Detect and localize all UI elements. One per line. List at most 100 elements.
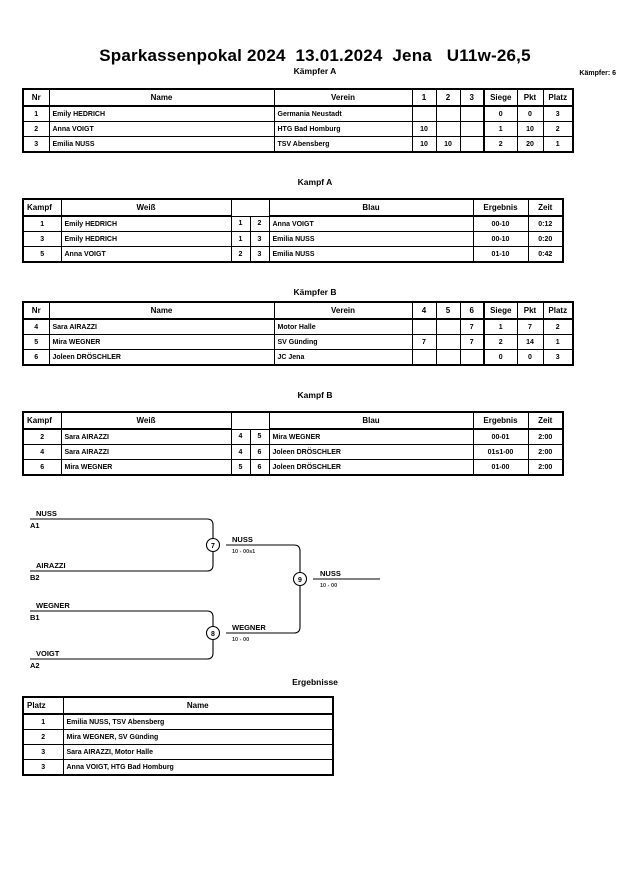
cell-weiss: Anna VOIGT [60, 246, 232, 263]
cell-nr: 5 [22, 334, 50, 350]
pool-b-col-m6: 6 [459, 301, 485, 320]
cell-blau: Anna VOIGT [268, 215, 474, 232]
pool-b-col-siege: Siege [483, 301, 518, 320]
kampf-b-col-spacer2 [250, 412, 269, 429]
kampf-a-col-spacer2 [250, 199, 269, 216]
bracket-match-number: 8 [211, 631, 215, 638]
cell-kampf: 4 [22, 444, 62, 460]
kampf-a-col-ergebnis: Ergebnis [472, 198, 529, 217]
pool-b-col-nr: Nr [22, 301, 50, 320]
kampf-b-col-weiss: Weiß [60, 411, 232, 430]
cell-name: Emilia NUSS [48, 136, 275, 153]
cell-nr: 6 [22, 349, 50, 366]
cell-blau: Joleen DRÖSCHLER [268, 459, 474, 476]
bracket-match-score: 10 - 00 [232, 637, 249, 643]
bracket-match-node [205, 625, 221, 641]
pool-b-col-verein: Verein [273, 301, 413, 320]
kampf-a-col-weiss: Weiß [60, 198, 232, 217]
cell-blau-nr: 5 [249, 428, 270, 445]
cell-nr: 2 [22, 121, 50, 137]
cell-blau-nr: 2 [249, 215, 270, 232]
pool-a-col-name: Name [48, 88, 275, 107]
cell-verein: Germania Neustadt [273, 105, 413, 122]
results-col-platz: Platz [22, 696, 64, 715]
bracket-match-number: 9 [298, 577, 302, 584]
pool-b-header-row: Nr Name Verein 4 5 6 Siege Pkt Platz [22, 301, 574, 320]
cell-siege: 2 [483, 136, 518, 153]
cell-m5 [435, 318, 461, 335]
bracket-match-number: 7 [211, 543, 215, 550]
cell-zeit: 0:12 [527, 215, 564, 232]
cell-platz: 1 [542, 334, 574, 350]
cell-m6: 7 [459, 318, 485, 335]
cell-platz: 2 [542, 121, 574, 137]
cell-weiss-nr: 1 [230, 215, 251, 232]
page-title: Sparkassenpokal 2024 13.01.2024 Jena U11… [99, 46, 531, 65]
pool-b-col-pkt: Pkt [516, 301, 544, 320]
cell-platz: 2 [542, 318, 574, 335]
cell-zeit: 0:20 [527, 231, 564, 247]
cell-m5 [435, 334, 461, 350]
cell-weiss: Mira WEGNER [60, 459, 232, 476]
cell-ergebnis: 00-10 [472, 231, 529, 247]
pool-a-col-m2: 2 [435, 88, 461, 107]
table-row: 2 Anna VOIGT HTG Bad Homburg 10 1 10 2 [22, 121, 574, 137]
bracket-match-winner: NUSS [320, 569, 341, 578]
pool-a-col-m1: 1 [411, 88, 437, 107]
kampf-a-col-zeit: Zeit [527, 198, 564, 217]
section-heading-kampf-a: Kampf A [297, 177, 333, 187]
cell-zeit: 2:00 [527, 444, 564, 460]
section-heading-kampf-b: Kampf B [297, 390, 333, 400]
cell-weiss-nr: 2 [230, 246, 251, 263]
table-row: 5 Mira WEGNER SV Günding 7 7 2 14 1 [22, 334, 574, 350]
bracket-entrant-seed: B1 [30, 613, 40, 622]
cell-m6 [459, 349, 485, 366]
cell-m1: 10 [411, 121, 437, 137]
cell-kampf: 3 [22, 231, 62, 247]
cell-ergebnis: 01-10 [472, 246, 529, 263]
cell-m1 [411, 105, 437, 122]
cell-platz: 3 [542, 105, 574, 122]
kampf-a-table: Kampf Weiß Blau Ergebnis Zeit 1 Emily HE… [22, 198, 564, 263]
pool-a-col-m3: 3 [459, 88, 485, 107]
cell-ergebnis: 01s1-00 [472, 444, 529, 460]
cell-pkt: 0 [516, 105, 544, 122]
cell-platz: 1 [542, 136, 574, 153]
cell-pkt: 20 [516, 136, 544, 153]
bracket-match-winner: WEGNER [232, 623, 266, 632]
cell-verein: TSV Abensberg [273, 136, 413, 153]
cell-weiss: Emily HEDRICH [60, 231, 232, 247]
cell-ergebnis: 00-10 [472, 215, 529, 232]
bracket-match-score: 10 - 00s1 [232, 549, 255, 555]
cell-pkt: 7 [516, 318, 544, 335]
kampf-b-col-blau: Blau [268, 411, 474, 430]
table-row: 1 Emily HEDRICH 1 2 Anna VOIGT 00-10 0:1… [22, 215, 564, 232]
table-row: 3 Emilia NUSS TSV Abensberg 10 10 2 20 1 [22, 136, 574, 153]
pool-a-col-platz: Platz [542, 88, 574, 107]
cell-platz: 1 [22, 713, 64, 730]
bracket-entrant-name: WEGNER [36, 601, 70, 610]
cell-blau: Emilia NUSS [268, 246, 474, 263]
pool-b-col-m4: 4 [411, 301, 437, 320]
cell-platz: 2 [22, 729, 64, 745]
table-row: 2 Mira WEGNER, SV Günding [22, 729, 334, 745]
cell-blau-nr: 6 [249, 459, 270, 476]
cell-kampf: 1 [22, 215, 62, 232]
kampf-b-col-ergebnis: Ergebnis [472, 411, 529, 430]
bracket-line-semi-1-winner [226, 544, 301, 573]
bracket-entrant-seed: B2 [30, 573, 40, 582]
cell-ergebnis: 01-00 [472, 459, 529, 476]
bracket-match-winner: NUSS [232, 535, 253, 544]
bracket-line-entrant-3 [30, 610, 214, 627]
cell-m4 [411, 318, 437, 335]
table-row: 6 Mira WEGNER 5 6 Joleen DRÖSCHLER 01-00… [22, 459, 564, 476]
cell-pkt: 10 [516, 121, 544, 137]
kampf-b-col-spacer1 [231, 412, 250, 429]
table-row: 5 Anna VOIGT 2 3 Emilia NUSS 01-10 0:42 [22, 246, 564, 263]
pool-a-col-verein: Verein [273, 88, 413, 107]
cell-verein: HTG Bad Homburg [273, 121, 413, 137]
bracket-match-score: 10 - 00 [320, 583, 337, 589]
pool-b-col-name: Name [48, 301, 275, 320]
cell-blau-nr: 3 [249, 231, 270, 247]
cell-m2: 10 [435, 136, 461, 153]
